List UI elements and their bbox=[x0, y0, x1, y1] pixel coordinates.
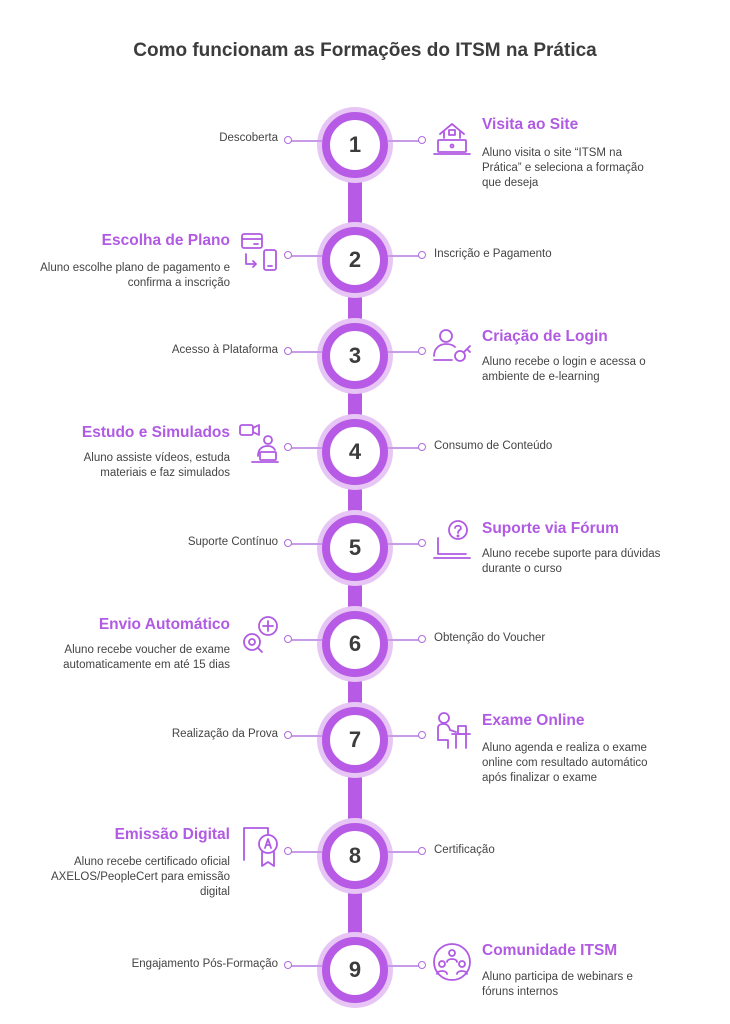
phase-label: Suporte Contínuo bbox=[187, 536, 278, 548]
connector-right bbox=[388, 851, 422, 853]
community-people-icon bbox=[430, 940, 474, 984]
step-title: Suporte via Fórum bbox=[482, 520, 619, 537]
step-description: Aluno agenda e realiza o exame online co… bbox=[482, 742, 648, 784]
step-node-3: 3 bbox=[322, 323, 388, 389]
step-node-7: 7 bbox=[322, 707, 388, 773]
step-title: Escolha de Plano bbox=[101, 232, 230, 249]
step-node-8: 8 bbox=[322, 823, 388, 889]
connector-dot bbox=[284, 251, 292, 259]
step-description: Aluno recebe certificado oficial AXELOS/… bbox=[51, 856, 230, 898]
connector-dot bbox=[284, 136, 292, 144]
connector-dot bbox=[284, 731, 292, 739]
house-laptop-icon bbox=[430, 114, 474, 158]
connector-left bbox=[288, 851, 322, 853]
step-title: Criação de Login bbox=[482, 328, 608, 345]
connector-dot bbox=[418, 731, 426, 739]
connector-left bbox=[288, 639, 322, 641]
connector-dot bbox=[418, 961, 426, 969]
connector-left bbox=[288, 447, 322, 449]
step-node-9: 9 bbox=[322, 937, 388, 1003]
connector-dot bbox=[418, 251, 426, 259]
connector-dot bbox=[418, 136, 426, 144]
connector-dot bbox=[284, 847, 292, 855]
connector-right bbox=[388, 351, 422, 353]
video-study-icon bbox=[238, 422, 282, 466]
step-node-1: 1 bbox=[322, 112, 388, 178]
step-description: Aluno participa de webinars e fóruns int… bbox=[482, 971, 633, 998]
page-title: Como funcionam as Formações do ITSM na P… bbox=[133, 40, 597, 61]
connector-dot bbox=[418, 443, 426, 451]
connector-left bbox=[288, 965, 322, 967]
connector-left bbox=[288, 735, 322, 737]
phase-label: Realização da Prova bbox=[171, 728, 278, 740]
phase-label: Acesso à Plataforma bbox=[171, 344, 278, 356]
step-title: Envio Automático bbox=[98, 616, 230, 633]
card-phone-icon bbox=[238, 230, 282, 274]
connector-right bbox=[388, 639, 422, 641]
search-plus-icon bbox=[238, 614, 282, 658]
connector-right bbox=[388, 255, 422, 257]
connector-dot bbox=[418, 635, 426, 643]
step-title: Visita ao Site bbox=[482, 116, 579, 133]
step-node-6: 6 bbox=[322, 611, 388, 677]
certificate-badge-icon bbox=[238, 824, 282, 868]
connector-right bbox=[388, 447, 422, 449]
connector-dot bbox=[418, 847, 426, 855]
connector-dot bbox=[284, 961, 292, 969]
step-description: Aluno recebe suporte para dúvidas durant… bbox=[482, 548, 661, 575]
connector-left bbox=[288, 543, 322, 545]
step-description: Aluno assiste vídeos, estuda materiais e… bbox=[83, 452, 230, 479]
step-node-4: 4 bbox=[322, 419, 388, 485]
phase-label: Engajamento Pós-Formação bbox=[131, 958, 278, 970]
step-description: Aluno visita o site “ITSM na Prática” e … bbox=[482, 147, 644, 189]
connector-left bbox=[288, 255, 322, 257]
phase-label: Inscrição e Pagamento bbox=[434, 248, 552, 260]
phase-label: Obtenção do Voucher bbox=[434, 632, 546, 644]
connector-dot bbox=[284, 635, 292, 643]
connector-left bbox=[288, 140, 322, 142]
person-desk-icon bbox=[430, 710, 474, 754]
connector-dot bbox=[284, 443, 292, 451]
connector-right bbox=[388, 735, 422, 737]
phase-label: Certificação bbox=[434, 844, 495, 856]
step-title: Estudo e Simulados bbox=[81, 424, 230, 441]
question-laptop-icon bbox=[430, 518, 474, 562]
connector-right bbox=[388, 140, 422, 142]
phase-label: Descoberta bbox=[219, 132, 278, 144]
step-title: Comunidade ITSM bbox=[482, 942, 618, 959]
step-description: Aluno escolhe plano de pagamento e confi… bbox=[40, 262, 230, 289]
connector-dot bbox=[284, 539, 292, 547]
connector-right bbox=[388, 965, 422, 967]
phase-label: Consumo de Conteúdo bbox=[434, 440, 553, 452]
connector-right bbox=[388, 543, 422, 545]
user-key-icon bbox=[430, 326, 474, 370]
connector-dot bbox=[284, 347, 292, 355]
step-node-2: 2 bbox=[322, 227, 388, 293]
connector-dot bbox=[418, 347, 426, 355]
connector-left bbox=[288, 351, 322, 353]
step-description: Aluno recebe o login e acessa o ambiente… bbox=[482, 356, 646, 383]
connector-dot bbox=[418, 539, 426, 547]
step-title: Emissão Digital bbox=[114, 826, 230, 843]
step-title: Exame Online bbox=[482, 712, 585, 729]
step-node-5: 5 bbox=[322, 515, 388, 581]
step-description: Aluno recebe voucher de exame automatica… bbox=[63, 644, 230, 671]
